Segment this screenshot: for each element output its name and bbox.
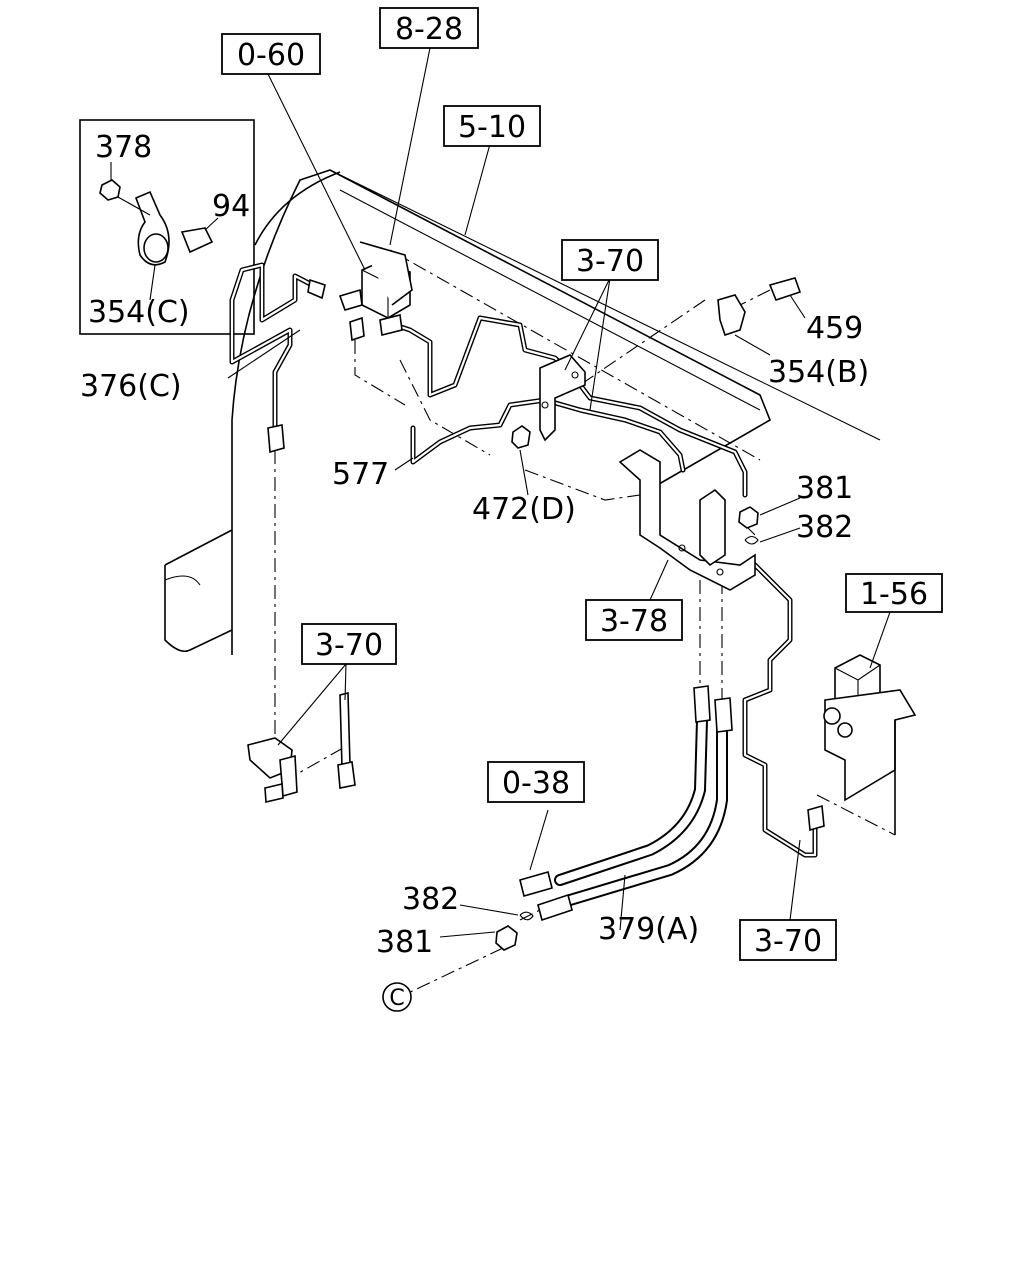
ref-3-70-top-label: 3-70 (576, 244, 644, 279)
label-379a: 379(A) (598, 912, 699, 947)
label-376c: 376(C) (80, 369, 182, 404)
bolt-94-icon (180, 227, 214, 254)
valve-assembly (307, 241, 413, 342)
ref-0-38-label: 0-38 (502, 766, 570, 801)
reference-box-0-60: 0-60 (221, 33, 321, 75)
label-459: 459 (806, 311, 863, 346)
lower-valve (247, 424, 356, 803)
label-378: 378 (95, 130, 152, 165)
brake-pipes (229, 262, 818, 858)
leader-lines (110, 47, 891, 938)
label-381-top: 381 (796, 471, 853, 506)
inset-detail (79, 119, 255, 335)
label-354b: 354(B) (768, 355, 869, 390)
reference-box-3-70-top: 3-70 (561, 239, 659, 281)
label-381-bottom: 381 (376, 925, 433, 960)
ref-3-70-left-label: 3-70 (315, 628, 383, 663)
ref-1-56-label: 1-56 (860, 577, 928, 612)
label-577: 577 (332, 457, 389, 492)
bracket-3-78 (618, 449, 756, 591)
reference-box-1-56: 1-56 (845, 573, 943, 613)
fittings-top (738, 506, 759, 545)
label-382-bottom: 382 (402, 882, 459, 917)
flexible-hoses (495, 685, 733, 951)
reference-box-3-70-bottom: 3-70 (739, 919, 837, 961)
label-472d: 472(D) (472, 492, 576, 527)
ref-3-70-bottom-label: 3-70 (754, 924, 822, 959)
reference-box-0-38: 0-38 (487, 761, 585, 803)
label-354c: 354(C) (88, 295, 190, 330)
ref-0-60-label: 0-60 (237, 38, 305, 73)
ref-3-78-label: 3-78 (600, 604, 668, 639)
reference-box-8-28: 8-28 (379, 7, 479, 49)
label-94: 94 (212, 189, 250, 224)
reference-box-3-78: 3-78 (585, 599, 683, 641)
nut-378-icon (99, 179, 121, 201)
connector-c: C (382, 982, 412, 1012)
nut-472d-icon (511, 425, 531, 449)
clip-354b (717, 277, 802, 337)
ref-8-28-label: 8-28 (395, 12, 463, 47)
reference-box-3-70-left: 3-70 (301, 623, 397, 665)
bracket-3-70-top (511, 354, 586, 449)
reference-box-5-10: 5-10 (443, 105, 541, 147)
label-382-top: 382 (796, 510, 853, 545)
guide-lines (274, 289, 896, 997)
ref-5-10-label: 5-10 (458, 110, 526, 145)
relay-valve-1-56 (807, 654, 917, 835)
clamp-ring-icon (143, 233, 169, 263)
connector-c-label: C (389, 986, 404, 1011)
